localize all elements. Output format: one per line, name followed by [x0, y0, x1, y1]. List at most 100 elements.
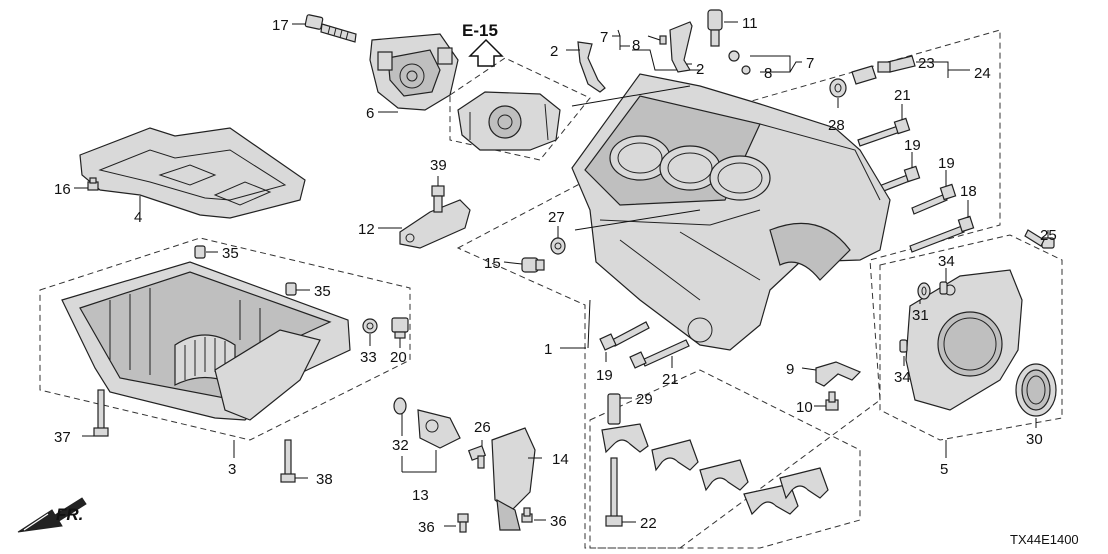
callout-17: 17 — [272, 17, 289, 34]
bolt-21a-icon — [857, 117, 911, 147]
callout-2b: 2 — [696, 61, 704, 78]
bolt-38-icon — [280, 439, 296, 483]
splash-guard-4 — [79, 127, 306, 219]
bolt-19b-icon — [911, 183, 957, 215]
bolt-16-icon — [87, 177, 99, 191]
callout-7b: 7 — [806, 55, 814, 72]
callout-24: 24 — [974, 65, 991, 82]
callout-23: 23 — [918, 55, 935, 72]
pin-8b-icon — [728, 50, 751, 75]
bolt-39-icon — [431, 185, 445, 213]
bolt-18-icon — [909, 215, 975, 253]
callout-7a: 7 — [600, 29, 608, 46]
callout-18: 18 — [960, 183, 977, 200]
dowel-35a-icon — [194, 245, 206, 259]
callout-6: 6 — [366, 105, 374, 122]
bolt-22-icon — [605, 457, 623, 527]
bolt-10-icon — [825, 391, 839, 411]
callout-8b: 8 — [764, 65, 772, 82]
callout-19c: 19 — [596, 367, 613, 384]
callout-12: 12 — [358, 221, 375, 238]
callout-11: 11 — [742, 15, 758, 32]
engine-mount-bracket-6 — [369, 33, 459, 111]
bolt-36a-icon — [457, 513, 469, 533]
bolt-21b-icon — [629, 339, 690, 369]
callout-20: 20 — [390, 349, 407, 366]
callout-38: 38 — [316, 471, 333, 488]
dowel-34a-icon — [939, 281, 948, 295]
direction-label: FR. — [56, 505, 83, 524]
callout-35b: 35 — [314, 283, 331, 300]
reference-arrow-icon — [468, 38, 504, 67]
oil-pan-3 — [61, 261, 351, 421]
bracket-2b — [669, 21, 693, 73]
bolt-17-icon — [304, 14, 357, 43]
callout-32: 32 — [392, 437, 409, 454]
callout-35a: 35 — [222, 245, 239, 262]
oil-pressure-switch-11 — [707, 9, 723, 47]
cover-14 — [491, 427, 536, 531]
bolt-36b-icon — [521, 507, 533, 523]
callout-34a: 34 — [938, 253, 955, 270]
dowel-35b-icon — [285, 282, 297, 296]
callout-36b: 36 — [550, 513, 567, 530]
callout-1: 1 — [544, 341, 552, 358]
washer-33-icon — [362, 318, 378, 334]
callout-31: 31 — [912, 307, 929, 324]
cylinder-block-1 — [571, 73, 891, 351]
callout-29: 29 — [636, 391, 653, 408]
callout-8a: 8 — [632, 37, 640, 54]
bolt-26-icon — [467, 445, 487, 469]
callout-30: 30 — [1026, 431, 1043, 448]
plug-20-icon — [391, 317, 409, 339]
callout-25: 25 — [1040, 227, 1057, 244]
plug-24-part — [851, 65, 877, 85]
callout-9: 9 — [786, 361, 794, 378]
callout-5: 5 — [940, 461, 948, 478]
pin-8a-icon — [659, 35, 667, 45]
callout-34b: 34 — [894, 369, 911, 386]
oil-pressure-solenoid-13 — [417, 409, 461, 449]
callout-labels: E-15 FR. TX44E1400 17 6 16 4 35 35 33 20… — [54, 15, 1079, 547]
callout-19b: 19 — [938, 155, 955, 172]
parts — [17, 9, 1057, 533]
oil-seal-30 — [1015, 363, 1057, 417]
dowel-29-icon — [607, 393, 621, 425]
callout-2a: 2 — [550, 43, 558, 60]
callout-33: 33 — [360, 349, 377, 366]
bolt-19c-icon — [599, 321, 650, 351]
leader-lines — [74, 21, 1049, 527]
rear-oil-seal-cover-5 — [905, 269, 1023, 411]
callout-16: 16 — [54, 181, 71, 198]
callout-22: 22 — [640, 515, 657, 532]
callout-21a: 21 — [894, 87, 911, 104]
bolt-25-icon — [1024, 229, 1055, 249]
callout-27: 27 — [548, 209, 565, 226]
diagram-code: TX44E1400 — [1010, 532, 1079, 547]
bolt-37-icon — [93, 389, 109, 437]
callout-39: 39 — [430, 157, 447, 174]
o-ring-31-icon — [917, 282, 931, 300]
washer-27-icon — [550, 237, 566, 255]
callout-28: 28 — [828, 117, 845, 134]
callout-3: 3 — [228, 461, 236, 478]
bracket-9 — [815, 361, 862, 387]
water-pump-assembly — [457, 91, 561, 151]
front-direction-arrow-icon — [17, 497, 87, 533]
callout-14: 14 — [552, 451, 569, 468]
callout-36a: 36 — [418, 519, 435, 536]
bearing-caps — [601, 423, 829, 516]
callout-10: 10 — [796, 399, 813, 416]
washer-28-icon — [829, 78, 847, 98]
callout-15: 15 — [484, 255, 501, 272]
callout-13: 13 — [412, 487, 429, 504]
callout-19a: 19 — [904, 137, 921, 154]
callout-21b: 21 — [662, 371, 679, 388]
plug-15-icon — [521, 257, 545, 273]
knock-sensor-23 — [877, 55, 916, 73]
callout-26: 26 — [474, 419, 491, 436]
callout-4: 4 — [134, 209, 142, 226]
reference-label: E-15 — [462, 21, 498, 40]
dowel-34b-icon — [899, 339, 908, 353]
